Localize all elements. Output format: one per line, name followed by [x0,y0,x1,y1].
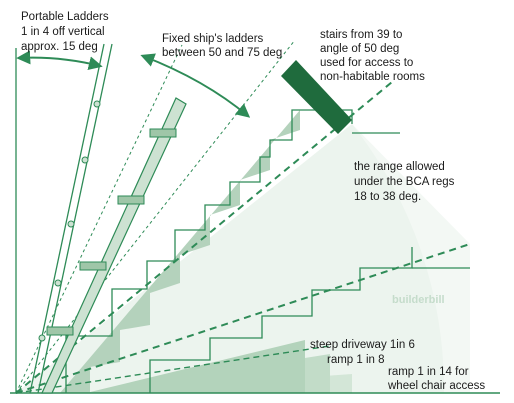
stair-shading [60,110,300,393]
bca-range-label: the range allowed under the BCA regs 18 … [354,161,458,203]
ships-ladders-label: Fixed ship's ladders between 50 and 75 d… [162,33,282,59]
steep-stair-range-bar [281,60,352,134]
main-staircase [65,109,353,393]
portable-ladder-angle-arrow [16,50,103,71]
ships-ladder [41,97,187,394]
low-angle-stairs [149,247,413,393]
portable-ladders-label: Portable Ladders 1 in 4 off vertical app… [21,11,112,53]
driveway-label: steep driveway 1in 6 [310,339,415,351]
steep-stairs-label: stairs from 39 to angle of 50 deg used f… [320,29,425,83]
ramp-1-in-14-label: ramp 1 in 14 for wheel chair access [387,366,485,392]
builderbill-watermark: builderbill [392,294,445,306]
ships-ladder-angle-arrow [140,53,251,118]
ramp-1-in-8-label: ramp 1 in 8 [327,354,385,366]
